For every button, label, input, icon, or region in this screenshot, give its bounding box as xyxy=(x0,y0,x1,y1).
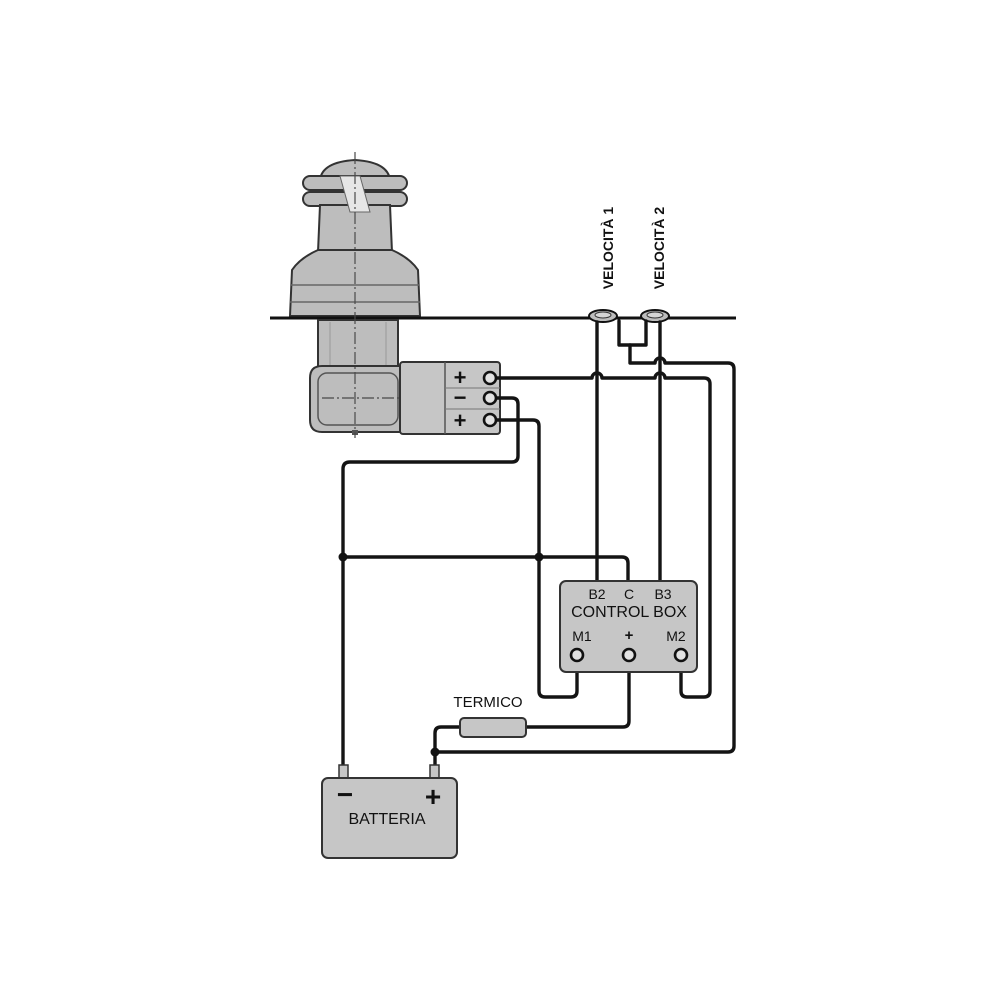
motor-shaft-housing xyxy=(317,319,399,369)
switch-button-inner xyxy=(594,311,612,319)
control-box-terminal-label: M1 xyxy=(572,628,592,644)
control-box-terminal-m1 xyxy=(569,647,585,663)
wire-motor-positive-to-m2 xyxy=(494,371,712,699)
speed-2-label: VELOCITÀ 2 xyxy=(651,207,667,290)
winch-motor: + − + xyxy=(309,319,501,435)
battery-terminal-positive xyxy=(429,764,440,780)
speed-switch-2 xyxy=(640,309,670,323)
wire-switch-common-loop xyxy=(617,319,648,347)
motor-body-inner xyxy=(317,372,399,426)
battery-positive-sign: + xyxy=(425,781,441,812)
control-box-terminal-label: B3 xyxy=(654,586,671,602)
battery: − + BATTERIA xyxy=(321,764,458,859)
motor-terminal-sign: − xyxy=(454,385,467,410)
motor-terminal-sign: + xyxy=(454,408,467,433)
control-box-terminal-label: C xyxy=(624,586,634,602)
control-box-terminal-label: B2 xyxy=(588,586,605,602)
wiring xyxy=(338,319,736,769)
speed-1-label: VELOCITÀ 1 xyxy=(600,207,616,290)
motor-terminal-middle xyxy=(482,390,498,406)
control-box-body xyxy=(559,580,698,673)
control-box-terminal-label: + xyxy=(625,627,634,644)
junction-dot xyxy=(430,747,440,757)
battery-terminal-negative xyxy=(338,764,349,780)
thermal-body xyxy=(459,717,527,738)
junction-dot xyxy=(338,552,348,562)
motor-terminal-bottom xyxy=(482,412,498,428)
control-box-title: CONTROL BOX xyxy=(571,604,687,621)
battery-body xyxy=(321,777,458,859)
wire-thermal-to-battery-positive xyxy=(433,725,462,769)
junction-dot xyxy=(534,552,544,562)
switch-button-inner xyxy=(646,311,664,319)
battery-label: BATTERIA xyxy=(348,811,425,828)
control-box-terminal-m2 xyxy=(673,647,689,663)
thermal-label: TERMICO xyxy=(453,694,522,711)
motor-body xyxy=(309,365,403,433)
battery-negative-sign: − xyxy=(337,779,353,810)
wire-negative-to-c xyxy=(341,555,630,583)
control-box-terminal-positive xyxy=(621,647,637,663)
speed-switch-1 xyxy=(588,309,618,323)
thermal-breaker: TERMICO xyxy=(453,694,527,738)
wire-motor-positive-to-m1 xyxy=(494,418,579,699)
motor-terminal-top xyxy=(482,370,498,386)
wire-control-positive-to-thermal xyxy=(524,659,631,729)
winch xyxy=(288,158,422,317)
wire-switch-common-to-battery-positive xyxy=(433,343,736,754)
wire-motor-negative-to-battery-negative xyxy=(341,396,520,769)
motor-terminal-sign: + xyxy=(454,365,467,390)
control-box: B2 C B3 CONTROL BOX M1 + M2 xyxy=(559,580,698,673)
control-box-terminal-label: M2 xyxy=(666,628,686,644)
